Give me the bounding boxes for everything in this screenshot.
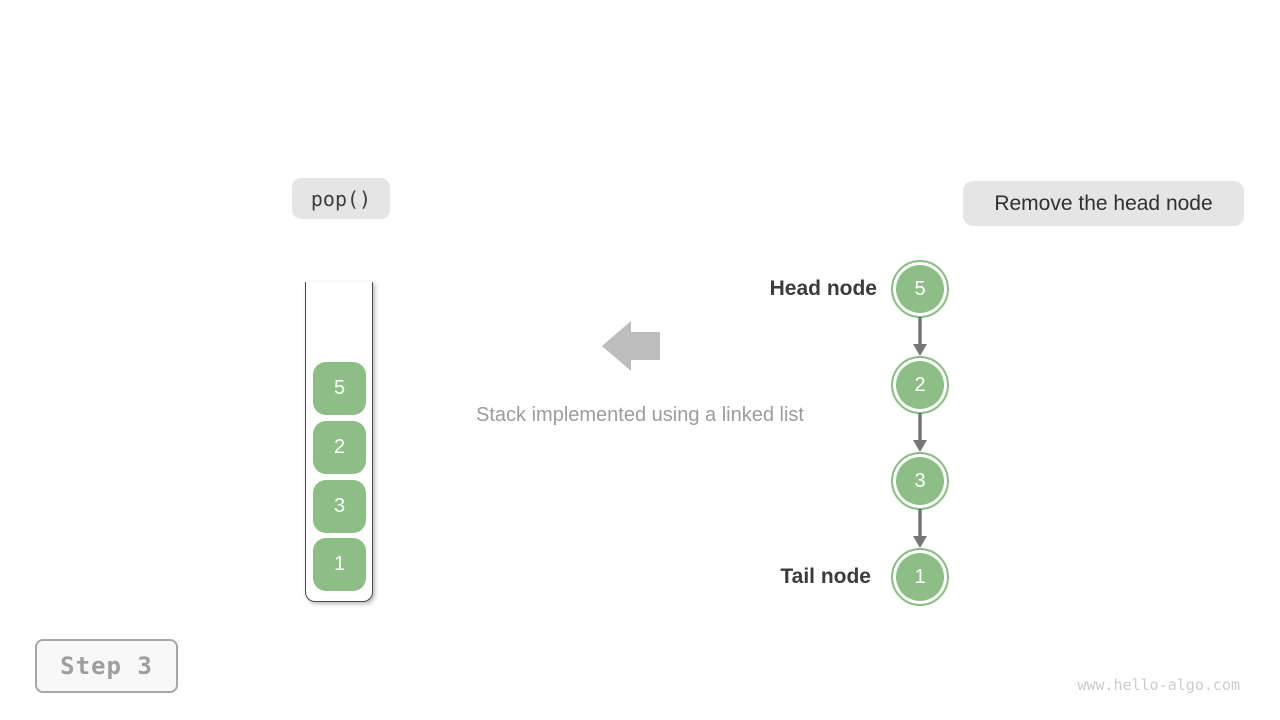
list-node: 3 xyxy=(891,452,949,510)
arrow-down-icon xyxy=(913,413,927,452)
stack-item-value: 3 xyxy=(333,495,346,517)
arrow-down-icon xyxy=(913,509,927,548)
stack-item: 2 xyxy=(313,421,366,474)
tail-node-label: Tail node xyxy=(780,565,871,588)
annotation-text: Remove the head node xyxy=(994,191,1213,215)
step-badge: Step 3 xyxy=(35,639,178,693)
list-node: 2 xyxy=(891,356,949,414)
stack-item-value: 1 xyxy=(333,553,346,575)
step-label: Step 3 xyxy=(60,652,153,680)
arrow-down-icon xyxy=(913,317,927,356)
list-node-value: 5 xyxy=(914,277,926,300)
stack-item: 5 xyxy=(313,362,366,415)
list-node: 1 xyxy=(891,548,949,606)
stack-item: 1 xyxy=(313,538,366,591)
list-node-value: 3 xyxy=(914,469,926,492)
watermark: www.hello-algo.com xyxy=(1077,676,1240,694)
caption: Stack implemented using a linked list xyxy=(476,404,804,426)
pop-operation-label: pop() xyxy=(292,178,390,219)
block-arrow-left-icon xyxy=(602,321,660,371)
stack-item-value: 2 xyxy=(333,436,346,458)
list-node-value: 2 xyxy=(914,373,926,396)
head-node-label: Head node xyxy=(769,277,877,300)
list-node-value: 1 xyxy=(914,565,926,588)
stack-item: 3 xyxy=(313,480,366,533)
annotation-label: Remove the head node xyxy=(963,181,1244,226)
list-node: 5 xyxy=(891,260,949,318)
pop-operation-text: pop() xyxy=(310,186,372,211)
stack-item-value: 5 xyxy=(333,377,346,399)
